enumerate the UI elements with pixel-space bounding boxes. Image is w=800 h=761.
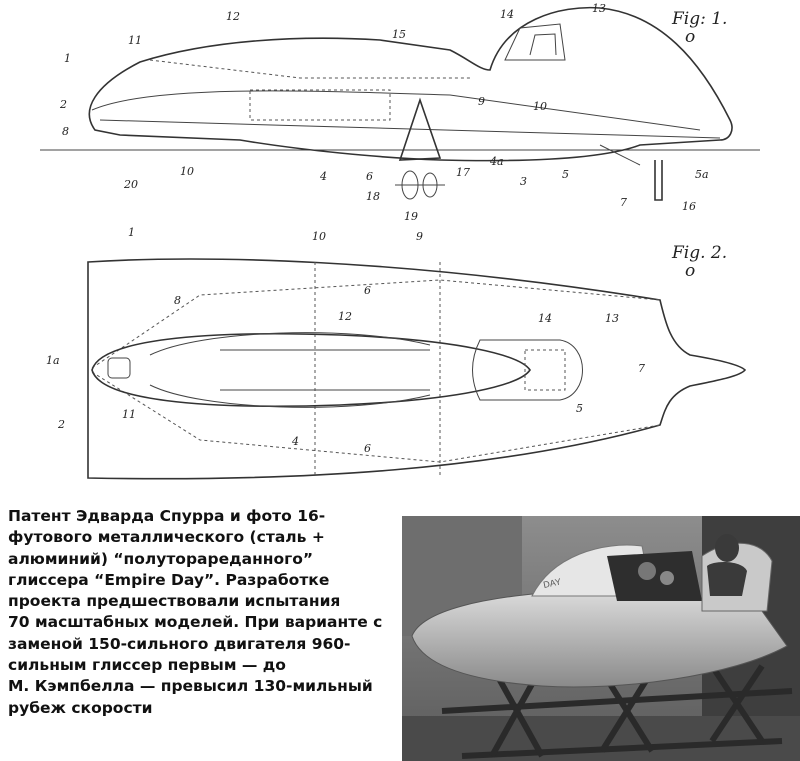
callout: 5a (695, 168, 709, 181)
caption-line: 70 масштабных моделей. При варианте с (8, 613, 383, 632)
callout: 20 (123, 178, 138, 191)
callout: 2 (59, 98, 67, 111)
person (715, 534, 739, 562)
callout: 15 (392, 28, 406, 41)
svg-text:o: o (685, 27, 695, 47)
callout: 7 (620, 196, 627, 209)
caption-line: футового металлического (сталь + (8, 528, 325, 547)
hull-lettering: DAY (542, 576, 562, 589)
patent-drawing: Fig: 1. o 1 2 8 11 12 15 14 13 9 10 10 2… (40, 2, 760, 480)
callout: 14 (500, 8, 514, 21)
callout: 10 (312, 230, 326, 243)
caption-line: глиссера “Empire Day”. Разработке (8, 570, 330, 589)
callout: 1 (128, 226, 135, 239)
caption: Патент Эдварда Спурра и фото 16- футовог… (8, 506, 398, 719)
boat-photo: DAY (402, 516, 800, 761)
caption-line: сильным глиссер первым — до (8, 656, 286, 675)
fig2-plan-view (87, 258, 747, 480)
callout: 13 (605, 312, 619, 325)
callout: 4 (319, 170, 327, 183)
callout: 7 (638, 362, 645, 375)
callout: 3 (520, 175, 527, 188)
fig2-callouts: Fig. 2. o 1 10 9 6 8 12 14 13 7 1a 11 5 … (46, 226, 727, 455)
fig2-label: Fig. 2. (671, 243, 727, 263)
caption-line: алюминий) “полуторареданного” (8, 549, 314, 568)
boat-hull (411, 589, 788, 688)
callout: 13 (592, 2, 606, 15)
caption-line: заменой 150-сильного двигателя 960- (8, 634, 351, 653)
callout: 17 (456, 166, 470, 179)
callout: 6 (366, 170, 373, 183)
callout: 14 (538, 312, 552, 325)
callout: 9 (416, 230, 423, 243)
callout: 4 (291, 435, 299, 448)
callout: 6 (364, 284, 371, 297)
callout: 12 (338, 310, 352, 323)
callout: 1a (46, 354, 60, 367)
fig1-side-view (40, 6, 760, 201)
callout: 5 (562, 168, 569, 181)
callout: 9 (478, 95, 485, 108)
callout: 16 (682, 200, 696, 213)
callout: 8 (62, 125, 69, 138)
callout: 12 (226, 10, 240, 23)
fig1-callouts: Fig: 1. o 1 2 8 11 12 15 14 13 9 10 10 2… (59, 2, 727, 223)
callout: 10 (180, 165, 194, 178)
callout: 1 (64, 52, 71, 65)
callout: 4a (489, 155, 504, 168)
caption-line: рубеж скорости (8, 698, 153, 717)
callout: 8 (174, 294, 181, 307)
callout: 18 (366, 190, 380, 203)
callout: 2 (57, 418, 65, 431)
callout: 10 (533, 100, 547, 113)
caption-line: проекта предшествовали испытания (8, 592, 341, 611)
fig1-label: Fig: 1. (671, 9, 727, 29)
svg-text:o: o (685, 261, 695, 281)
callout: 5 (576, 402, 583, 415)
caption-line: М. Кэмпбелла — превысил 130-мильный (8, 677, 373, 696)
callout: 19 (404, 210, 418, 223)
caption-line: Патент Эдварда Спурра и фото 16- (8, 507, 326, 525)
callout: 11 (128, 34, 142, 47)
callout: 11 (122, 408, 136, 421)
callout: 6 (364, 442, 371, 455)
